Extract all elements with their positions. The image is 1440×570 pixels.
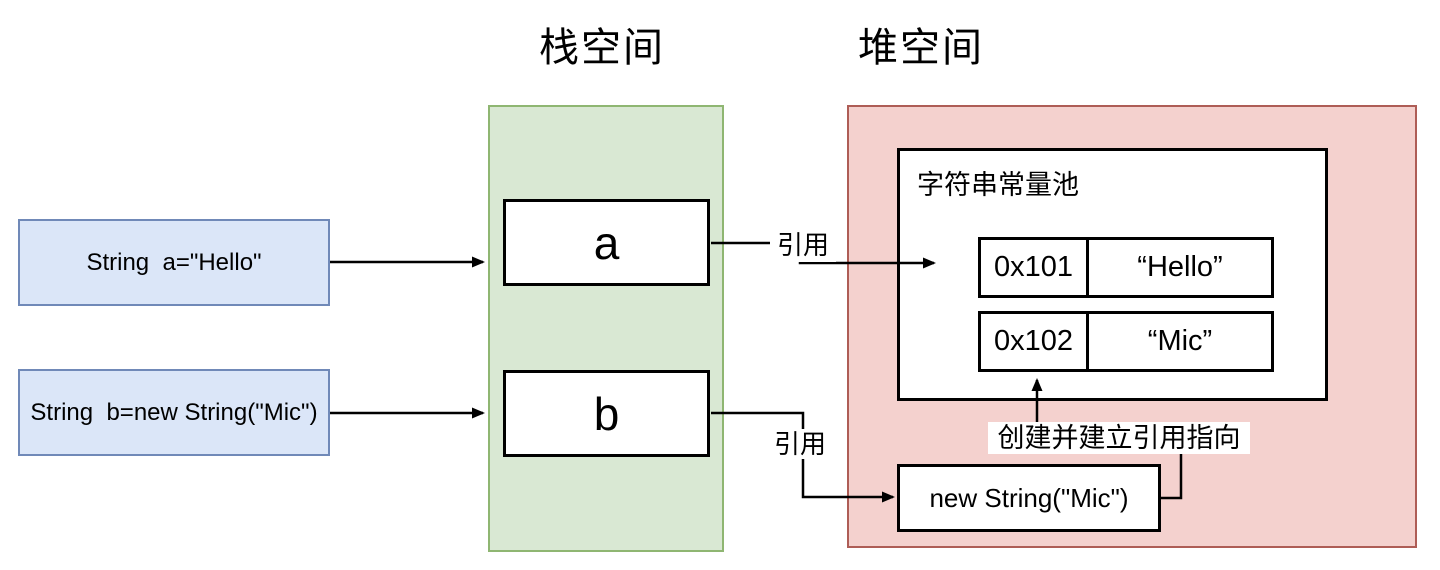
code-box-string-b: String b=new String("Mic") — [18, 369, 330, 456]
pool-entry-hello-address: 0x101 — [981, 240, 1089, 295]
stack-title: 栈空间 — [539, 26, 665, 70]
edge-label-reference-a: 引用 — [770, 228, 836, 262]
string-constant-pool-title: 字符串常量池 — [917, 170, 1079, 200]
pool-entry-hello: 0x101 “Hello” — [978, 237, 1274, 298]
code-box-b-label: String b=new String("Mic") — [30, 398, 318, 426]
pool-entry-mic-address: 0x102 — [981, 314, 1089, 369]
edge-label-reference-b: 引用 — [769, 429, 831, 459]
code-box-a-label: String a="Hello" — [86, 248, 262, 276]
heap-new-string-box: new String("Mic") — [897, 464, 1161, 532]
heap-new-string-label: new String("Mic") — [929, 482, 1129, 513]
stack-var-a-box: a — [503, 199, 710, 286]
pool-entry-mic-value: “Mic” — [1147, 325, 1213, 357]
pool-entry-hello-value: “Hello” — [1137, 251, 1223, 283]
edge-label-create-reference: 创建并建立引用指向 — [988, 422, 1250, 454]
stack-var-a-label: a — [593, 216, 620, 269]
pool-entry-mic: 0x102 “Mic” — [978, 311, 1274, 372]
stack-var-b-label: b — [593, 387, 620, 440]
stack-space-region — [488, 105, 724, 552]
stack-var-b-box: b — [503, 370, 710, 457]
heap-title: 堆空间 — [858, 26, 984, 70]
code-box-string-a: String a="Hello" — [18, 219, 330, 306]
